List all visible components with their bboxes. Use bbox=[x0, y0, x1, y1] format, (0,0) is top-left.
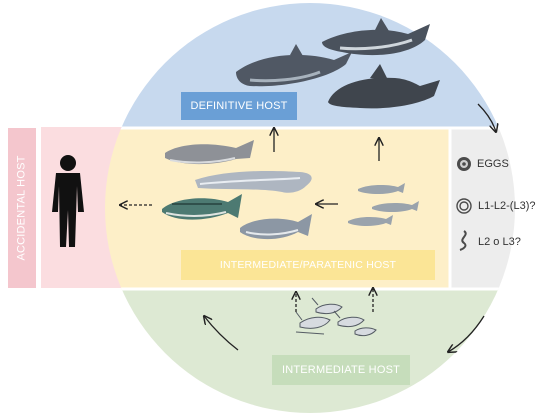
definitive-host-label: DEFINITIVE HOST bbox=[181, 92, 297, 120]
accidental-host-label: ACCIDENTAL HOST bbox=[8, 128, 36, 288]
pilot-whale-illustration bbox=[328, 64, 440, 109]
intermediate-paratenic-host-label: INTERMEDIATE/PARATENIC HOST bbox=[181, 250, 435, 280]
larva-icon bbox=[459, 230, 467, 251]
dolphin-illustration bbox=[322, 18, 430, 56]
arrow-intermediate-to-paratenic bbox=[204, 316, 239, 351]
egg-icon bbox=[457, 157, 471, 171]
eggs-stage-label: EGGS bbox=[477, 158, 509, 170]
mackerel-illustration bbox=[162, 194, 242, 220]
coiled-larva-icon bbox=[456, 198, 472, 214]
small-fish-illustration bbox=[348, 183, 419, 226]
arrow-definitive-to-eggs bbox=[477, 103, 496, 132]
intermediate-host-region bbox=[105, 289, 515, 413]
arrow-stages-to-intermediate bbox=[448, 315, 485, 352]
horse-mackerel-illustration bbox=[240, 214, 312, 240]
l2-stage-label: L2 o L3? bbox=[478, 236, 521, 248]
intermediate-host-label: INTERMEDIATE HOST bbox=[272, 355, 410, 385]
hake-illustration bbox=[165, 140, 254, 165]
eel-illustration bbox=[195, 170, 312, 193]
dolphin-illustration bbox=[236, 44, 352, 87]
human-silhouette-icon bbox=[52, 155, 84, 247]
l1-stage-label: L1-L2-(L3)? bbox=[478, 200, 536, 212]
krill-illustration bbox=[295, 297, 377, 337]
accidental-host-text: ACCIDENTAL HOST bbox=[16, 155, 29, 261]
